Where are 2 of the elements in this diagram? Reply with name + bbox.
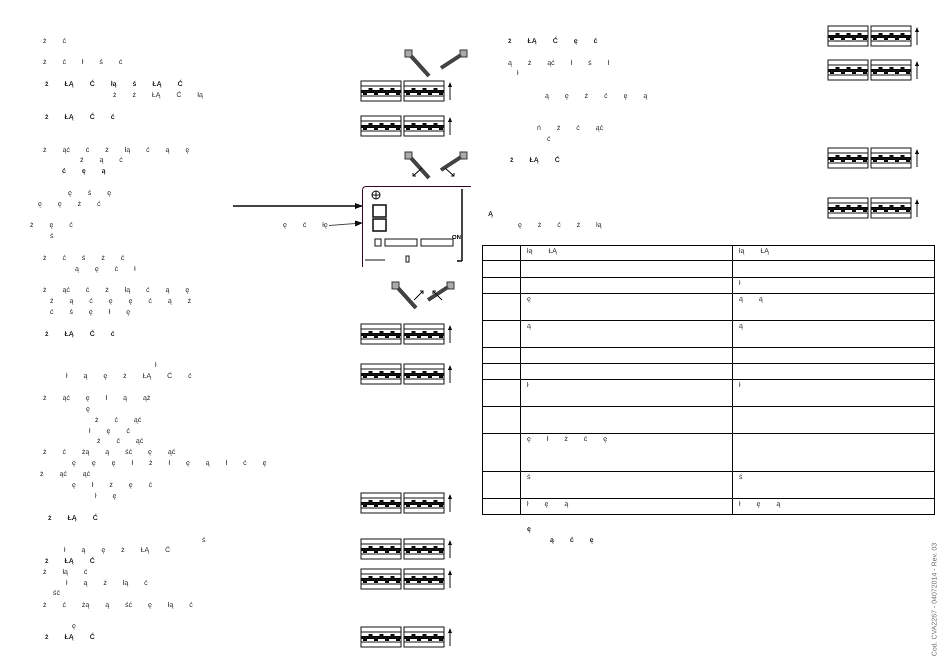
arrow (233, 203, 363, 209)
leader-line (328, 220, 363, 227)
